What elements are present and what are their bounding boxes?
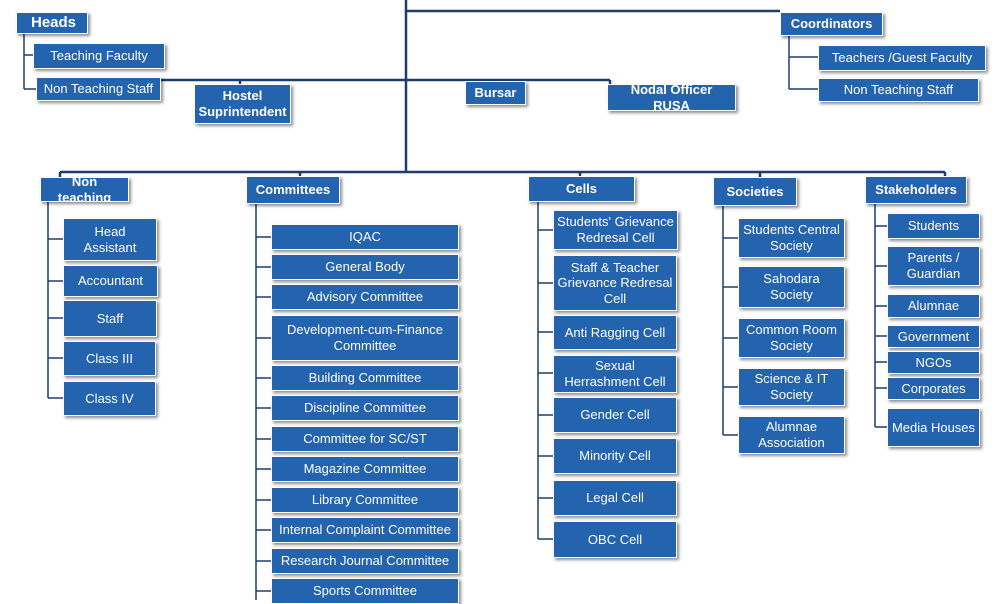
- coordinators-item[interactable]: Non Teaching Staff: [818, 78, 979, 102]
- stakeholder-item[interactable]: Corporates: [887, 377, 980, 400]
- coordinators-node[interactable]: Coordinators: [780, 12, 883, 36]
- committee-item[interactable]: Internal Complaint Committee: [271, 517, 459, 543]
- committee-item[interactable]: IQAC: [271, 224, 459, 250]
- non-teaching-item[interactable]: Accountant: [63, 265, 158, 297]
- non-teaching-item[interactable]: Class IV: [63, 381, 156, 416]
- society-item[interactable]: Students Central Society: [738, 218, 845, 258]
- committee-item[interactable]: Library Committee: [271, 487, 459, 513]
- cell-item[interactable]: Legal Cell: [553, 480, 677, 516]
- committee-item[interactable]: Research Journal Committee: [271, 548, 459, 574]
- committee-item[interactable]: Discipline Committee: [271, 395, 459, 421]
- stakeholder-item[interactable]: Alumnae: [887, 294, 980, 318]
- coordinators-item[interactable]: Teachers /Guest Faculty: [818, 45, 986, 71]
- committee-item[interactable]: General Body: [271, 254, 459, 280]
- cells-header[interactable]: Cells: [528, 176, 635, 202]
- committee-item[interactable]: Advisory Committee: [271, 284, 459, 310]
- stakeholder-item[interactable]: Parents / Guardian: [887, 246, 980, 286]
- stakeholder-item[interactable]: Students: [887, 213, 980, 239]
- society-item[interactable]: Alumnae Association: [738, 416, 845, 454]
- cell-item[interactable]: Students' Grievance Redresal Cell: [553, 210, 678, 250]
- society-item[interactable]: Science & IT Society: [738, 368, 845, 406]
- stakeholder-item[interactable]: Media Houses: [887, 408, 980, 447]
- committee-item[interactable]: Committee for SC/ST: [271, 426, 459, 452]
- committee-item[interactable]: Building Committee: [271, 365, 459, 391]
- society-item[interactable]: Sahodara Society: [738, 266, 845, 308]
- cell-item[interactable]: Gender Cell: [553, 397, 677, 433]
- stakeholder-item[interactable]: Government: [887, 325, 980, 348]
- societies-header[interactable]: Societies: [713, 177, 797, 206]
- committee-item[interactable]: Sports Committee: [271, 578, 459, 604]
- cell-item[interactable]: Sexual Herrashment Cell: [553, 355, 677, 393]
- society-item[interactable]: Common Room Society: [738, 318, 845, 358]
- heads-node[interactable]: Heads: [16, 12, 88, 34]
- heads-item[interactable]: Teaching Faculty: [33, 43, 165, 69]
- bursar-node[interactable]: Bursar: [465, 81, 526, 105]
- stakeholder-item[interactable]: NGOs: [887, 351, 980, 374]
- heads-item[interactable]: Non Teaching Staff: [36, 77, 161, 101]
- committee-item[interactable]: Magazine Committee: [271, 456, 459, 482]
- non-teaching-item[interactable]: Staff: [63, 300, 157, 337]
- non-teaching-header[interactable]: Non teaching: [40, 177, 129, 202]
- cell-item[interactable]: Staff & Teacher Grievance Redresal Cell: [553, 255, 677, 311]
- hostel-superintendent-node[interactable]: Hostel Suprintendent: [194, 84, 291, 124]
- committee-item[interactable]: Development-cum-Finance Committee: [271, 315, 459, 361]
- committees-header[interactable]: Committees: [246, 176, 340, 204]
- cell-item[interactable]: Anti Ragging Cell: [553, 315, 677, 350]
- nodal-officer-node[interactable]: Nodal Officer RUSA: [607, 84, 736, 111]
- stakeholders-header[interactable]: Stakeholders: [865, 176, 967, 204]
- non-teaching-item[interactable]: Class III: [63, 341, 156, 376]
- cell-item[interactable]: Minority Cell: [553, 438, 677, 474]
- non-teaching-item[interactable]: Head Assistant: [63, 218, 157, 261]
- cell-item[interactable]: OBC Cell: [553, 521, 677, 558]
